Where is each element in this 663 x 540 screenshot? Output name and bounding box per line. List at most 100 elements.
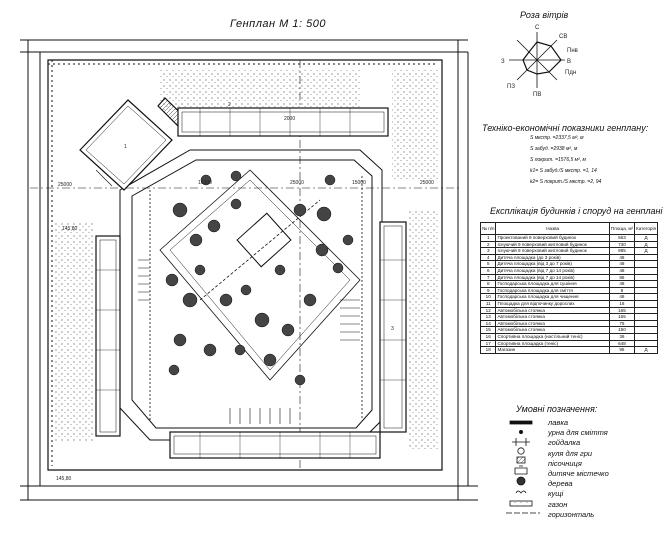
trash-bin-icon	[519, 429, 524, 434]
tree-icon	[274, 264, 286, 276]
dim-label: 25000	[58, 182, 72, 188]
tree-icon	[516, 476, 526, 486]
tree-icon	[194, 264, 206, 276]
courtyard	[149, 169, 363, 420]
dim-label: 15000	[352, 180, 366, 186]
tep-line: k2= S покрит./S мкстр. =2, 94	[530, 179, 602, 185]
tree-icon	[173, 333, 187, 347]
tep-line: k1= S забуд./S мкстр. =1, 14	[530, 168, 597, 174]
tree-icon	[342, 234, 354, 246]
swing-icon	[512, 438, 530, 446]
tree-icon	[165, 273, 179, 287]
cell-area: 95	[608, 346, 636, 354]
tree-icon	[189, 233, 203, 247]
rose-dir: СВ	[559, 34, 567, 40]
tree-icon	[172, 202, 188, 218]
tree-icon	[182, 292, 198, 308]
tep-formulas: S мкстр. =2337,5 м², м S забуд. =2938 м²…	[530, 133, 601, 188]
legend-title: Умовні позначення:	[516, 404, 598, 414]
play-ball-icon	[517, 447, 525, 455]
header-name: Назва	[495, 222, 610, 235]
sandbox-icon	[516, 456, 526, 464]
tree-icon	[230, 198, 242, 210]
cell-no: 18	[479, 346, 497, 354]
shrub-icon	[515, 490, 527, 494]
tree-icon	[168, 364, 180, 376]
tree-icon	[316, 206, 332, 222]
building-number: 3	[391, 326, 394, 332]
dim-label: 25000	[290, 180, 304, 186]
bench-icon	[509, 420, 533, 425]
rose-dir: С	[535, 25, 540, 31]
tree-icon	[293, 203, 307, 217]
legend-symbols	[506, 420, 540, 514]
child-play-icon	[514, 465, 528, 475]
rose-dir: В	[567, 59, 571, 65]
plan-labels: 25000 16300 25000 15000 25000 2000 145,8…	[56, 102, 434, 482]
tep-line: S мкстр. =2337,5 м², м	[530, 135, 584, 141]
rose-dir: Пдн	[565, 70, 576, 76]
legend-label: дитяче містечко	[548, 469, 609, 478]
legend-label: урна для сміття	[548, 428, 608, 438]
tree-icon	[332, 262, 344, 274]
tree-icon	[219, 293, 233, 307]
tree-icon	[263, 353, 277, 367]
tree-icon	[230, 170, 242, 182]
elevation-label: 145,80	[56, 476, 72, 482]
trees	[165, 170, 354, 386]
tree-icon	[207, 219, 221, 233]
legend-label: газон	[548, 499, 568, 509]
legend-label: куля для гри	[548, 448, 593, 458]
rose-dir: ПЗ	[507, 84, 515, 90]
legend-label: дерева	[548, 479, 573, 489]
legend-label: пісочниця	[548, 458, 582, 468]
wind-rose: С СВ Пнв В Пдн ПЗ З ПВ	[501, 25, 578, 98]
roads	[20, 39, 478, 501]
dim-label: 16300	[198, 180, 212, 186]
wind-rose-title: Роза вітрів	[520, 10, 569, 20]
tree-icon	[303, 293, 317, 307]
building-number: 2	[228, 102, 231, 108]
elevation-label: 145,80	[62, 226, 78, 232]
building-bottom	[169, 431, 381, 459]
tree-icon	[203, 343, 217, 357]
rose-dir: Пнв	[567, 48, 578, 54]
header-no: № п/п	[479, 222, 497, 235]
tep-line: S покрит. =1576,5 м², м	[530, 157, 586, 163]
page-title: Генплан М 1: 500	[230, 18, 326, 30]
tree-icon	[281, 323, 295, 337]
tree-icon	[254, 312, 270, 328]
parking-stalls	[138, 259, 360, 424]
tree-icon	[324, 174, 336, 186]
explication-title: Експлікація будинків і споруд на генплан…	[490, 206, 663, 216]
table-header-row: № п/п Назва Площа, м² Категорія	[479, 222, 658, 235]
legend-label: горизонталь	[548, 509, 595, 519]
tree-icon	[294, 374, 306, 386]
tree-icon	[234, 344, 246, 356]
header-category: Категорія	[634, 222, 658, 235]
building-1	[79, 97, 193, 191]
building-number: 1	[124, 144, 127, 150]
dim-label: 2000	[284, 116, 295, 122]
dim-label: 25000	[420, 180, 434, 186]
legend-label: лавка	[548, 418, 569, 427]
tree-icon	[200, 174, 212, 186]
rose-dir: ПВ	[533, 92, 541, 98]
cell-category: Д	[634, 346, 658, 354]
legend-label: кущі	[548, 489, 564, 499]
rose-dir: З	[501, 59, 505, 65]
building-left	[95, 235, 121, 437]
legend-label: гойдалка	[548, 438, 581, 448]
tep-title: Техніко-економічні показники генплану:	[482, 123, 649, 133]
tree-icon	[315, 243, 329, 257]
building-2	[177, 107, 389, 137]
tep-line: S забуд. =2938 м², м	[530, 146, 578, 152]
header-area: Площа, м²	[608, 222, 636, 235]
lawn-areas	[54, 70, 438, 450]
lawn-icon	[509, 500, 533, 507]
building-3	[379, 221, 407, 433]
